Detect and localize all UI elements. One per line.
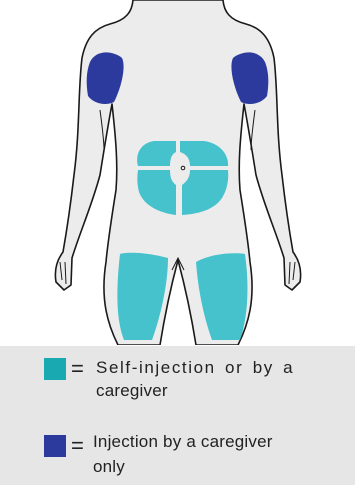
hand-details — [60, 262, 295, 284]
body-injection-site-diagram — [0, 0, 355, 345]
legend: = Self-injection or by a caregiver = Inj… — [0, 346, 355, 485]
self-injection-label-line2: caregiver — [96, 381, 168, 401]
body-silhouette — [55, 0, 300, 345]
caregiver-only-label-line2: only — [93, 457, 125, 477]
self-injection-label-line1: Self-injection or by a — [96, 358, 294, 378]
caregiver-only-swatch — [44, 435, 66, 457]
equals-sign: = — [71, 358, 84, 380]
self-injection-swatch — [44, 358, 66, 380]
caregiver-only-label-line1: Injection by a caregiver — [93, 432, 273, 452]
equals-sign: = — [71, 435, 84, 457]
